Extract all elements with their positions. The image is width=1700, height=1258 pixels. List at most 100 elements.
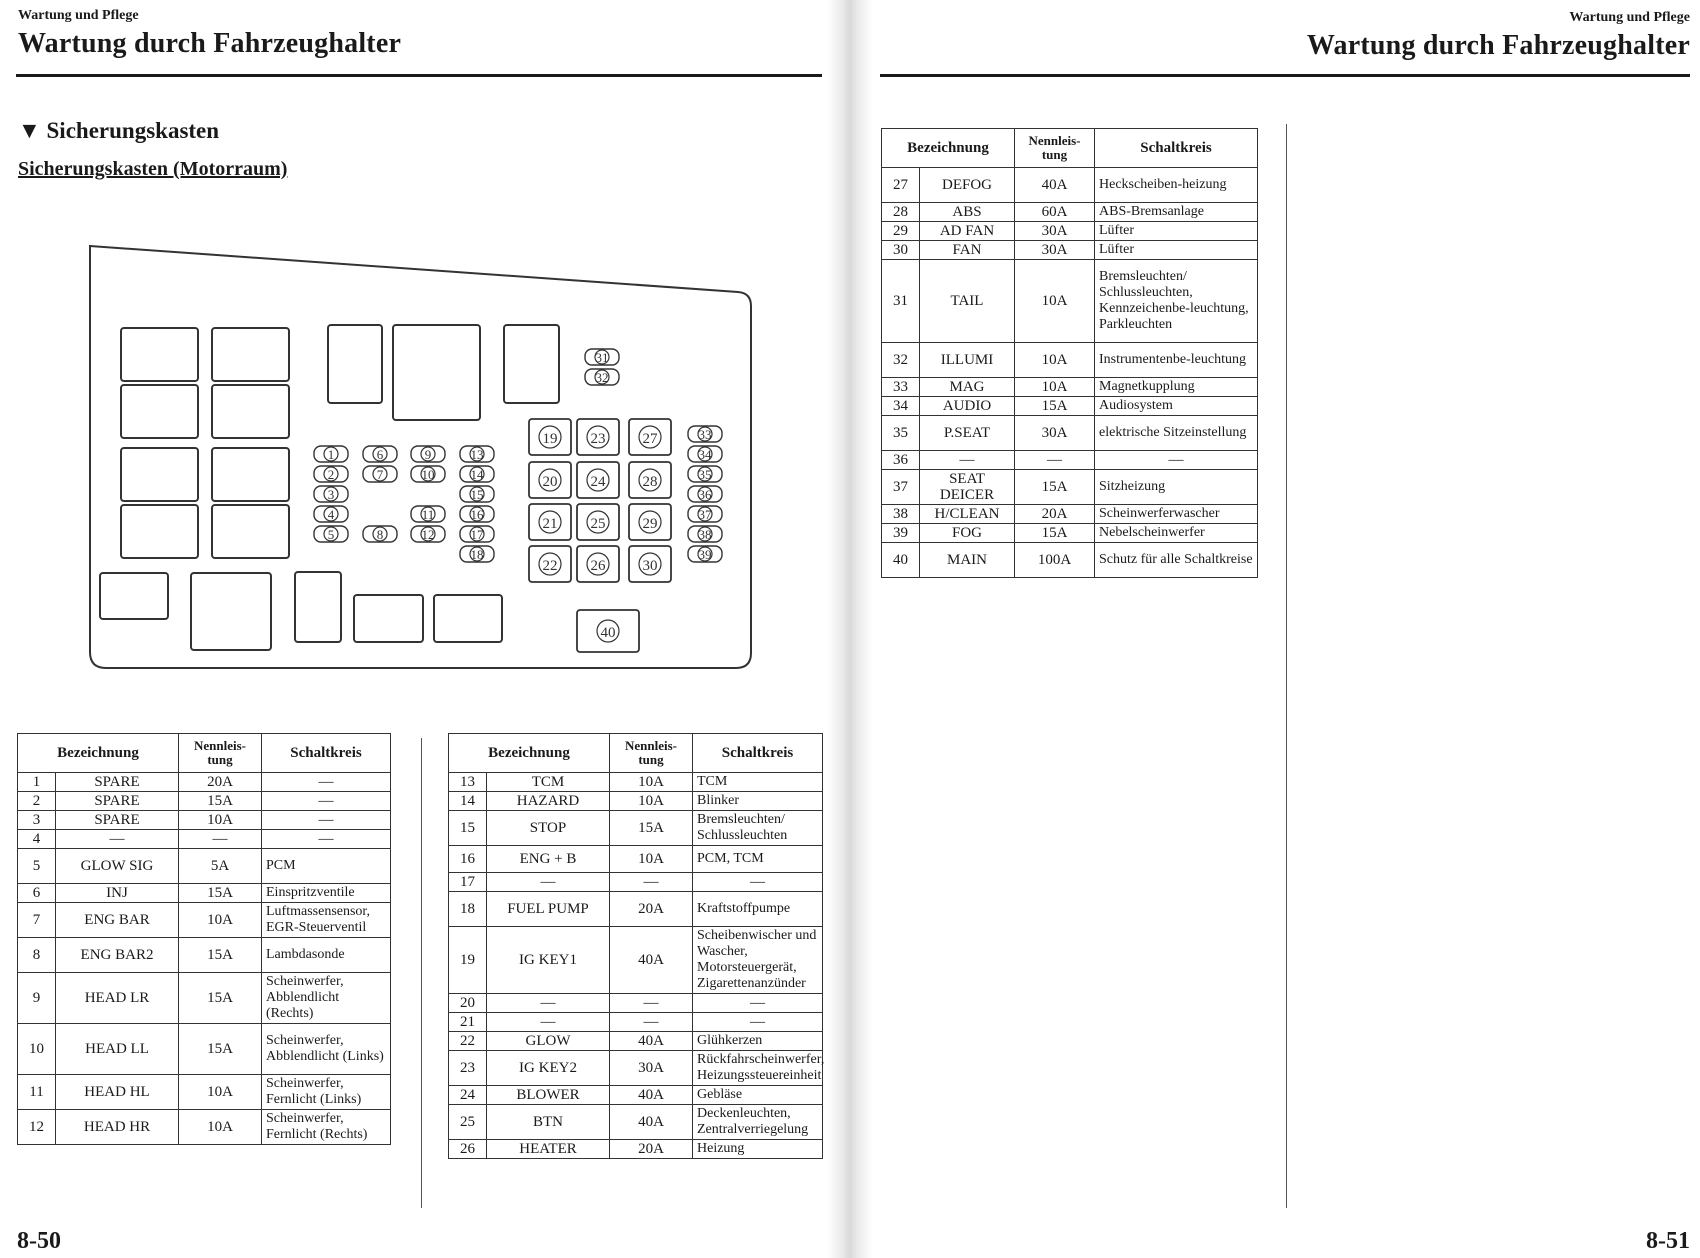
table-row: 4———	[17, 829, 391, 849]
fuse-rating: 10A	[1014, 377, 1095, 397]
fuse-label: 1	[328, 447, 335, 462]
fuse-label: 37	[699, 507, 713, 522]
fuse-label: 23	[591, 431, 606, 447]
fuse-label: 13	[471, 447, 484, 462]
relay-block	[294, 571, 342, 643]
fuse-19: 19	[528, 418, 572, 456]
fuse-marker	[638, 552, 662, 576]
fuse-marker	[323, 446, 339, 462]
fuse-rating: 10A	[178, 1109, 262, 1145]
fuse-marker	[372, 446, 388, 462]
fuse-socket	[528, 461, 572, 499]
fuse-circuit: —	[692, 1012, 823, 1032]
fuse-socket	[687, 505, 723, 523]
fuse-name: HEATER	[486, 1139, 610, 1159]
fuse-31: 31	[584, 348, 620, 366]
fuse-name: INJ	[55, 883, 179, 903]
fuse-number: 15	[448, 810, 487, 846]
fuse-marker	[697, 466, 713, 482]
fuse-rating: 10A	[178, 1074, 262, 1110]
fuse-marker	[638, 425, 662, 449]
fuse-number: 10	[17, 1023, 56, 1075]
fuse-2: 2	[313, 465, 349, 483]
relay-block	[433, 594, 503, 643]
fuse-socket	[459, 545, 495, 563]
fuse-label: 6	[377, 447, 384, 462]
fuse-label: 4	[328, 507, 335, 522]
fuse-circuit: Gebläse	[692, 1085, 823, 1105]
fuse-name: SEAT DEICER	[919, 469, 1015, 505]
fuse-rating: 15A	[178, 791, 262, 811]
fuse-label: 16	[471, 507, 485, 522]
fuse-29: 29	[628, 503, 672, 541]
fuse-socket	[687, 545, 723, 563]
fuse-number: 6	[17, 883, 56, 903]
fuse-label: 30	[643, 558, 658, 574]
fuse-marker	[420, 506, 436, 522]
fuse-label: 12	[422, 527, 435, 542]
fuse-number: 36	[881, 450, 920, 470]
fuse-circuit: —	[261, 772, 391, 792]
fuse-label: 3	[328, 487, 335, 502]
fuse-name: —	[919, 450, 1015, 470]
fuse-circuit: —	[261, 791, 391, 811]
fuse-number: 33	[881, 377, 920, 397]
fuse-circuit: TCM	[692, 772, 823, 792]
relay-block	[392, 324, 481, 421]
fuse-rating: 30A	[1014, 415, 1095, 451]
fuse-name: —	[55, 829, 179, 849]
fuse-rating: 15A	[1014, 523, 1095, 543]
fuse-marker	[469, 546, 485, 562]
relay-block	[211, 504, 290, 559]
fuse-socket	[576, 545, 620, 583]
fuse-label: 27	[643, 431, 659, 447]
fuse-16: 16	[459, 505, 495, 523]
fuse-marker	[469, 486, 485, 502]
fuse-socket	[410, 525, 446, 543]
fuse-marker	[538, 552, 562, 576]
col-header-name: Bezeichnung	[17, 733, 179, 773]
fuse-rating: 5A	[178, 848, 262, 884]
fuse-marker	[596, 619, 620, 643]
right-section-label: Wartung und Pflege	[1569, 10, 1690, 25]
fuse-name: IG KEY2	[486, 1050, 610, 1086]
col-header-name: Bezeichnung	[448, 733, 610, 773]
table-row: 20———	[448, 993, 823, 1013]
fuse-32: 32	[584, 368, 620, 386]
fuse-circuit: Nebelscheinwerfer	[1094, 523, 1258, 543]
fuse-rating: 10A	[1014, 342, 1095, 378]
fuse-marker	[469, 466, 485, 482]
fuse-circuit: ABS-Bremsanlage	[1094, 202, 1258, 222]
fuse-name: H/CLEAN	[919, 504, 1015, 524]
fuse-1: 1	[313, 445, 349, 463]
fuse-name: TCM	[486, 772, 610, 792]
fuse-socket	[410, 445, 446, 463]
fuse-socket	[576, 461, 620, 499]
fuse-marker	[538, 510, 562, 534]
fuse-rating: 10A	[178, 902, 262, 938]
fuse-marker	[372, 526, 388, 542]
fuse-circuit: PCM	[261, 848, 391, 884]
fuse-number: 29	[881, 221, 920, 241]
fuse-name: P.SEAT	[919, 415, 1015, 451]
fuse-number: 9	[17, 972, 56, 1024]
fuse-22: 22	[528, 545, 572, 583]
fuse-28: 28	[628, 461, 672, 499]
fuse-marker	[538, 468, 562, 492]
relay-block	[120, 384, 199, 439]
fuse-label: 36	[699, 487, 713, 502]
fuse-socket	[687, 425, 723, 443]
fuse-rating: 30A	[1014, 221, 1095, 241]
fuse-marker	[638, 510, 662, 534]
